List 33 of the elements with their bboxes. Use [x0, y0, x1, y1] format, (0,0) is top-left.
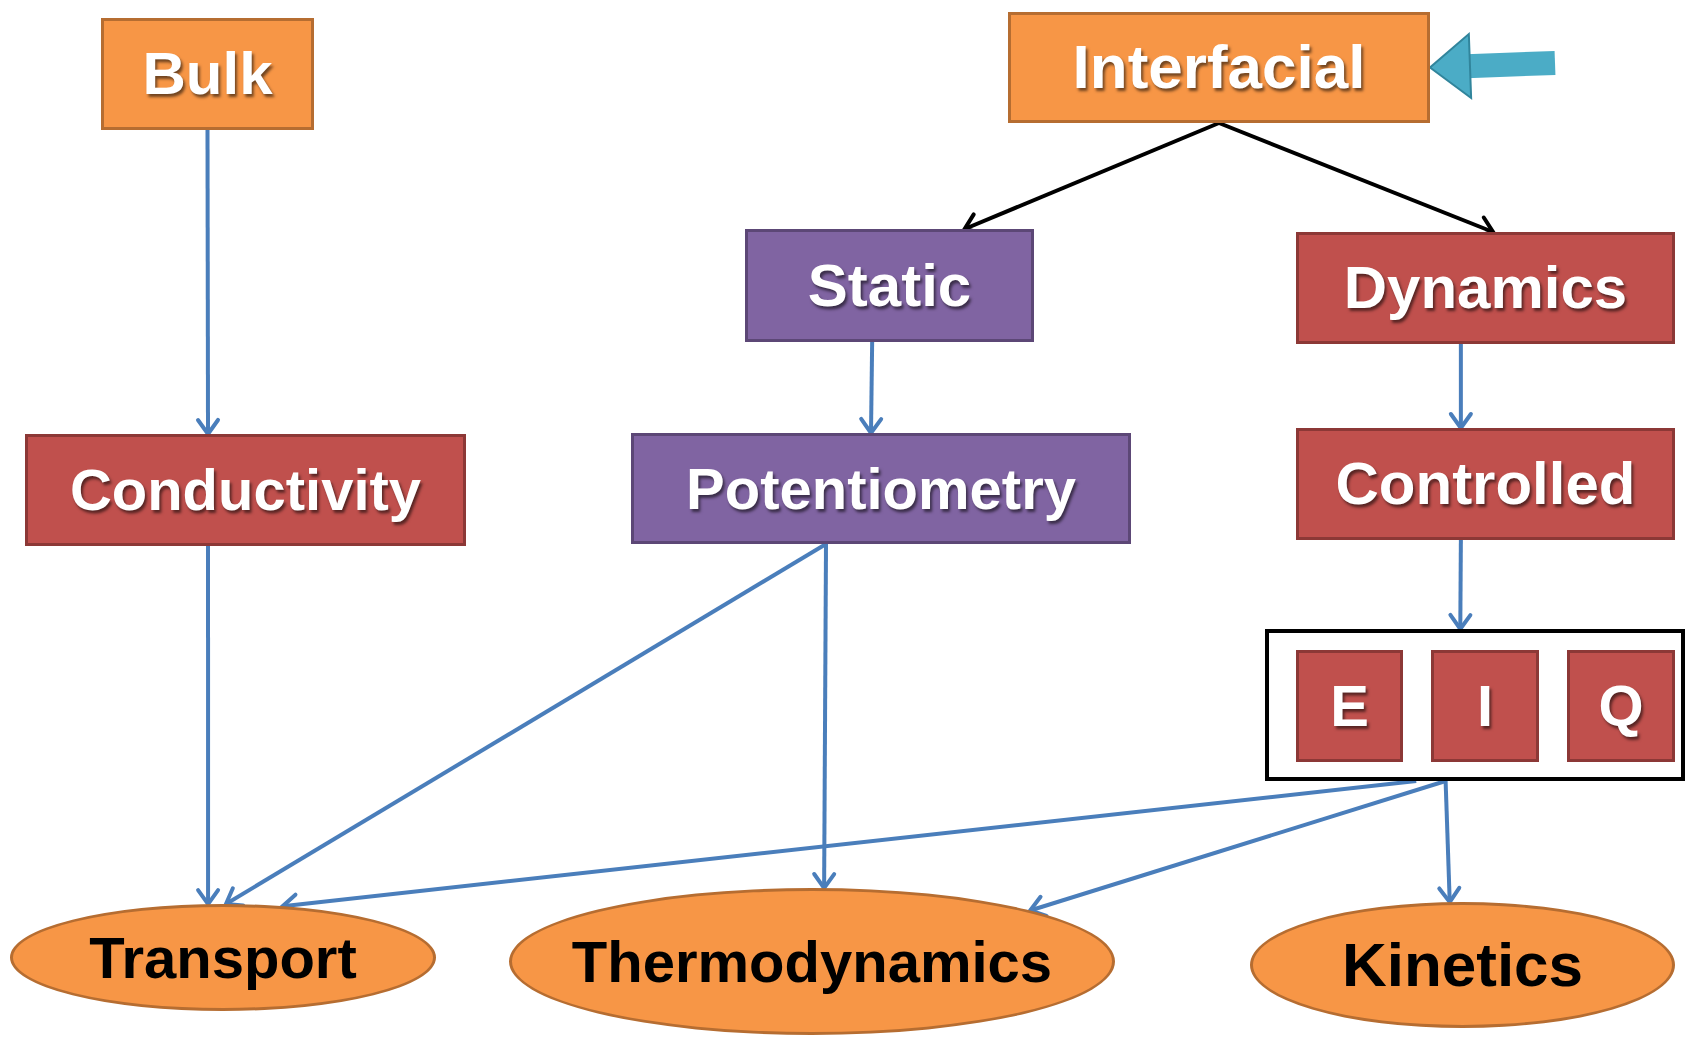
node-label: Q [1598, 674, 1644, 738]
process-box [1008, 12, 1430, 123]
arrow [1437, 780, 1462, 905]
arrow [1448, 540, 1473, 631]
node-label: E [1330, 674, 1369, 738]
process-box [1296, 428, 1675, 540]
arrow [196, 130, 220, 436]
node-label: Bulk [142, 41, 273, 107]
process-box [1296, 650, 1403, 762]
arrow [859, 341, 884, 435]
group-box [1265, 629, 1685, 781]
process-box [631, 433, 1131, 544]
process-box [1567, 650, 1675, 762]
node-label: Controlled [1335, 451, 1636, 517]
process-box [25, 434, 466, 546]
process-box [1296, 232, 1675, 344]
node-label: Thermodynamics [571, 929, 1053, 994]
node-label: Conductivity [69, 458, 422, 522]
block-arrow [1429, 33, 1556, 100]
node-label: Transport [89, 925, 357, 990]
process-box [101, 18, 314, 130]
node-label: Potentiometry [686, 456, 1076, 521]
process-box [745, 229, 1034, 342]
arrow [1448, 344, 1473, 430]
arrow [812, 544, 837, 891]
node-label: Interfacial [1072, 33, 1366, 102]
node-label: Dynamics [1343, 255, 1628, 321]
node-label: Kinetics [1341, 930, 1584, 1000]
process-box [1431, 650, 1539, 762]
arrow [196, 546, 221, 907]
arrow [1028, 779, 1447, 918]
node-label: Static [807, 252, 972, 319]
node-label: I [1476, 674, 1494, 738]
